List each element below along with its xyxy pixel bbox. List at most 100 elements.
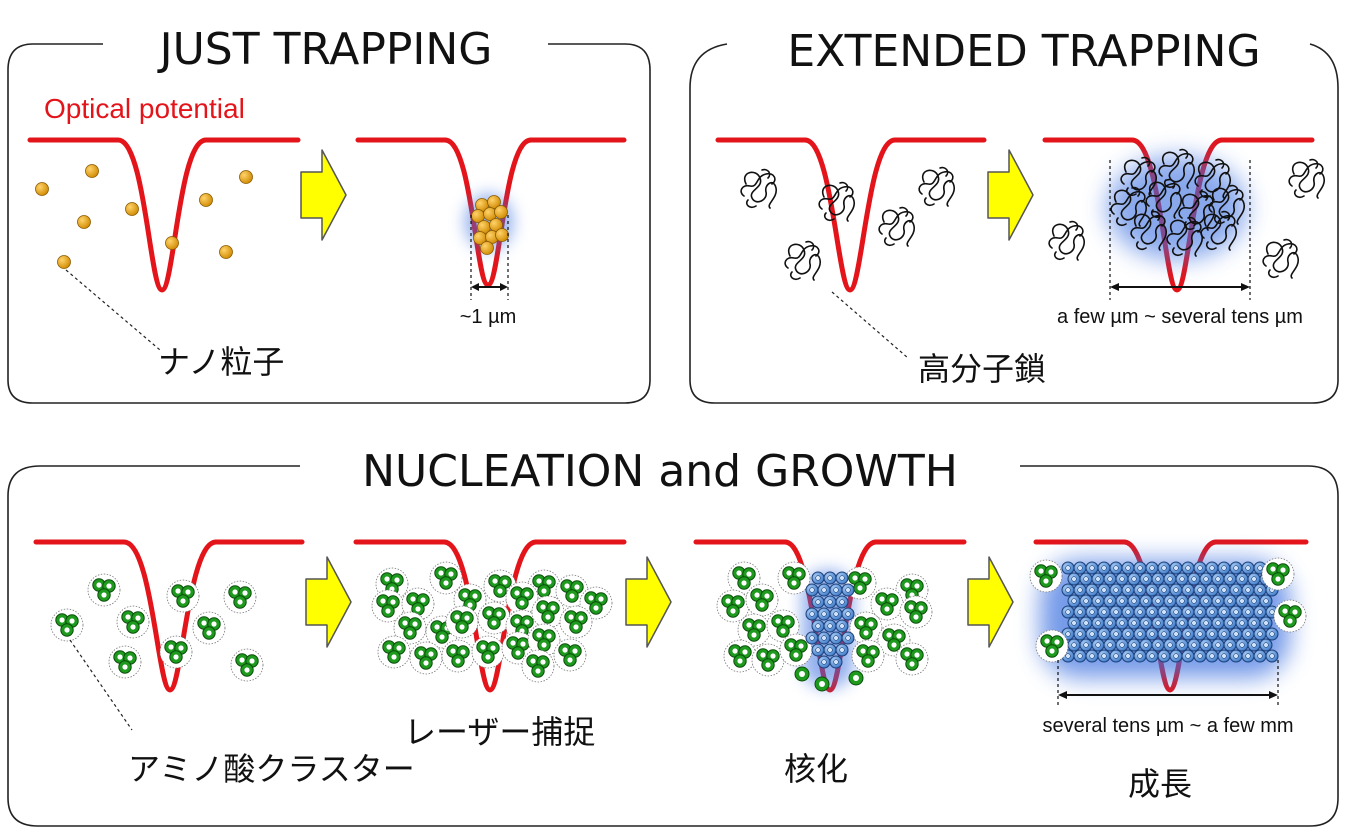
crystal-molecule [1157,605,1171,619]
crystal-molecule [1061,561,1075,575]
crystal-molecule [1079,616,1093,630]
crystal-molecule [1073,561,1087,575]
crystal-molecule [1247,572,1261,586]
crystal-molecule [1169,627,1183,641]
caption-nucleation: 核化 [784,750,848,788]
crystal-molecule [1145,627,1159,641]
crystal-molecule [1103,616,1117,630]
crystal-molecule [1181,583,1195,597]
crystal-molecule [1127,616,1141,630]
panel-frames [7,43,1339,827]
size-label-extended: a few µm ~ several tens µm [1057,306,1303,328]
crystal-molecule [1121,649,1135,663]
crystal-molecule [1181,561,1195,575]
crystal-molecule [1193,605,1207,619]
nanoparticles-trapped [471,195,509,255]
crystal-molecule [1115,572,1129,586]
size-indicator-just [470,215,509,300]
crystal-molecule [1061,605,1075,619]
crystal-molecule [1253,649,1267,663]
crystal-molecule [1211,638,1225,652]
caption-laser-trapping: レーザー捕捉 [404,713,595,751]
crystal-molecule [1067,572,1081,586]
polymer-chain [784,240,822,281]
crystal-molecule [1157,583,1171,597]
grown-crystal [1061,561,1279,663]
crystal-molecule [1205,583,1219,597]
amino-acid-cluster [223,580,257,614]
potential-curve [27,137,301,293]
crystal-molecule [1139,572,1153,586]
crystal-molecule [1163,616,1177,630]
polymer-chain [1262,238,1300,279]
polymer-chain [878,206,916,247]
crystal-molecule [1241,605,1255,619]
crystal-molecule [1223,638,1237,652]
crystal-molecule [1241,583,1255,597]
crystal-molecule [1223,616,1237,630]
caption-polymer-chain: 高分子鎖 [918,350,1046,388]
crystal-molecule [1169,649,1183,663]
arrow-right-icon [305,556,352,648]
crystal-molecule [1169,583,1183,597]
crystal-molecule [1199,616,1213,630]
title-extended-trapping: EXTENDED TRAPPING [787,26,1260,77]
crystal-molecule [1109,627,1123,641]
crystal-molecule [1247,594,1261,608]
polymer-chain [818,181,856,222]
crystal-molecule [1133,605,1147,619]
crystal-molecule [1109,649,1123,663]
crystal-molecule [1265,649,1279,663]
crystal-molecule [1205,561,1219,575]
arrow-right-icon [300,149,347,241]
crystal-molecule [1139,638,1153,652]
crystal-molecule [1109,605,1123,619]
crystal-molecule [1205,649,1219,663]
crystal-molecule [1217,561,1231,575]
crystal-molecule [1187,594,1201,608]
crystal-molecule [1193,583,1207,597]
nanoparticle [125,202,139,216]
crystal-molecule [1175,594,1189,608]
amino-acid-cluster [87,573,121,607]
crystal-molecule [1169,561,1183,575]
crystal-molecule [1115,638,1129,652]
arrow-right-icon [625,556,672,648]
potential-curve [715,137,987,293]
crystal-molecule [1151,572,1165,586]
crystal-molecule [1199,638,1213,652]
crystal-molecule [1175,572,1189,586]
crystal-molecule [1235,616,1249,630]
crystal-molecule [1181,605,1195,619]
crystal-molecule [1253,583,1267,597]
crystal-molecule [1127,572,1141,586]
crystal-molecule [1073,583,1087,597]
crystal-molecule [1235,638,1249,652]
crystal-molecule [1103,572,1117,586]
arrow-right-icon [967,556,1014,648]
crystal-molecule [1091,638,1105,652]
crystal-molecule [1073,627,1087,641]
clusters-stage2 [371,561,613,683]
frame-extended [689,43,1339,404]
crystal-molecule [1241,649,1255,663]
crystal-molecule [1229,561,1243,575]
crystal-molecule [1145,561,1159,575]
crystal-molecule [1121,605,1135,619]
crystal-molecule [1115,616,1129,630]
crystal-molecule [1097,561,1111,575]
crystal-molecule [1241,561,1255,575]
crystal-molecule [1091,616,1105,630]
nanoparticle [239,170,253,184]
arrow-right-icon [987,149,1034,241]
amino-acid-cluster [192,611,226,645]
crystal-molecule [1193,561,1207,575]
crystal-molecule [1205,627,1219,641]
potential-curve [355,137,627,288]
frame-nucleation [7,465,1339,827]
crystal-molecule [1217,627,1231,641]
crystal-molecule [1145,649,1159,663]
crystal-molecule [1097,627,1111,641]
amino-acid-cluster [230,648,264,682]
amino-acid-cluster [166,579,200,613]
